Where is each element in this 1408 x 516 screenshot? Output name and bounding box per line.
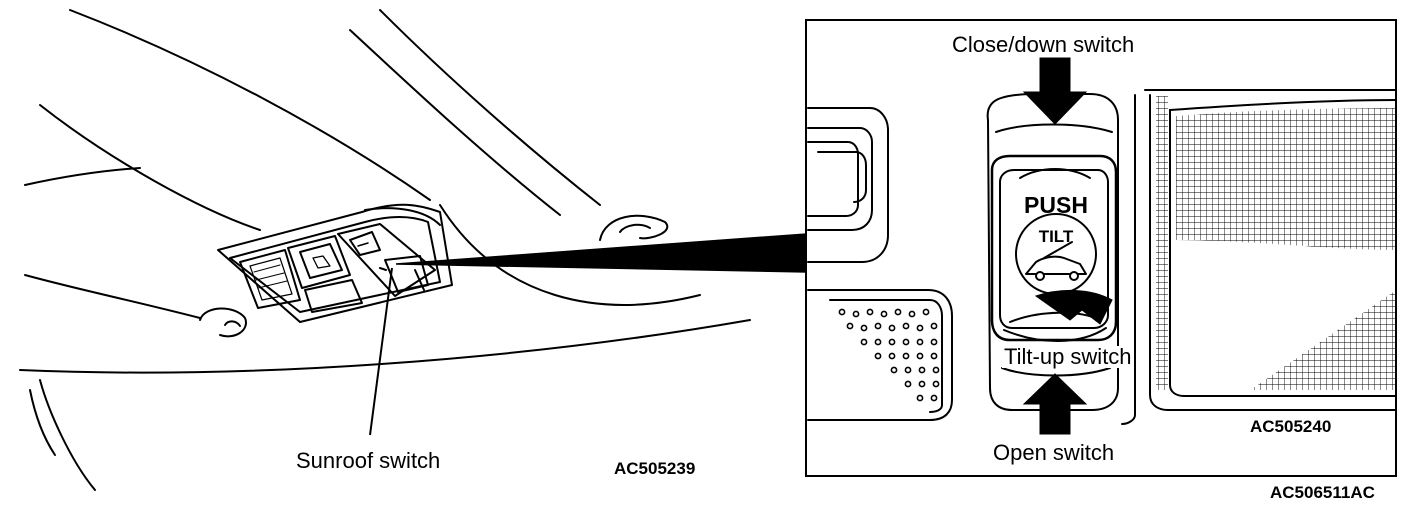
overhead-console-illustration	[19, 9, 751, 491]
inset-illustration	[807, 89, 1397, 425]
inset-frame	[805, 19, 1397, 477]
figure-code-inset: AC505240	[1250, 417, 1332, 436]
switch-push-text: PUSH	[1024, 192, 1088, 218]
grid-mesh-top	[1176, 108, 1396, 250]
grid-mesh-strip	[1156, 96, 1168, 390]
figure-code-left: AC505239	[614, 459, 696, 478]
tilt-up-switch-label: Tilt-up switch	[1002, 344, 1134, 369]
tilt-up-arrow	[1034, 289, 1113, 325]
open-arrow	[1022, 373, 1088, 435]
sunroof-switch-leader	[369, 267, 393, 436]
close-down-arrow	[1022, 57, 1088, 125]
switch-tilt-text: TILT	[1039, 227, 1074, 246]
grid-mesh-bottom	[1250, 290, 1396, 390]
sunroof-switch-label: Sunroof switch	[296, 448, 441, 473]
figure-code-overall: AC506511AC	[1270, 483, 1375, 502]
open-switch-label: Open switch	[993, 440, 1115, 465]
grille-perforations	[838, 308, 940, 402]
close-down-switch-label: Close/down switch	[952, 32, 1135, 57]
